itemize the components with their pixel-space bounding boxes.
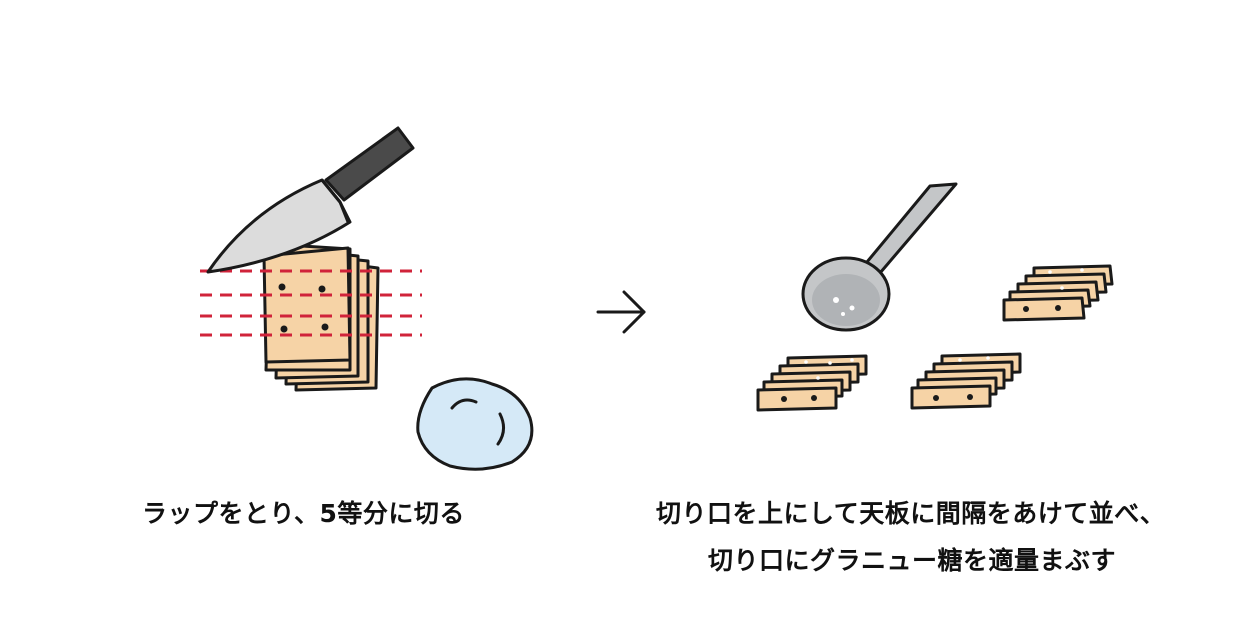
dough-pieces-icon [1002,264,1114,322]
plastic-wrap-icon [416,377,534,471]
dough-pieces-icon [910,352,1022,410]
cut-guide-lines [200,269,422,337]
knife-icon [206,126,415,274]
arrow-right-icon [596,290,646,334]
spoon-icon [801,182,958,332]
step1-caption: ラップをとり、5等分に切る [142,499,465,528]
dough-stack-icon [262,242,380,392]
step2-caption-line2: 切り口にグラニュー糖を適量まぶす [708,546,1117,575]
sugar-sparkles [804,268,1084,380]
step2-caption-line1: 切り口を上にして天板に間隔をあけて並べ、 [656,499,1166,528]
dough-pieces-icon [756,354,868,412]
